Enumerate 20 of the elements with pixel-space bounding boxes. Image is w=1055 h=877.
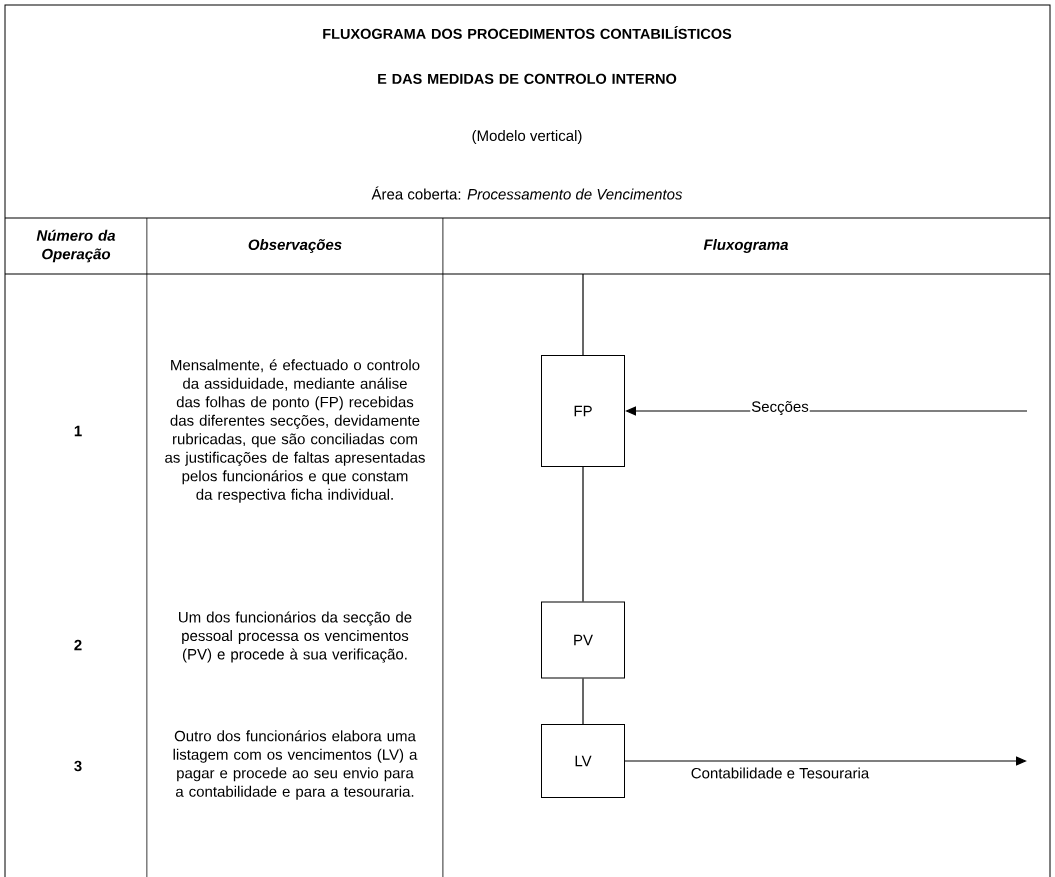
subtitle: (Modelo vertical) (472, 130, 582, 144)
observation-text: Outro dos funcionários elabora uma listagem com os vencimentos (LV) a pagar e procede ao seu envio para a contabilidade e para a tesouraria. (173, 730, 418, 800)
column-header: Número da Operação (36, 229, 116, 263)
connector-line (582, 273, 584, 356)
process-box: PV (541, 601, 625, 679)
process-box: FP (541, 355, 625, 467)
edge-label: Secções (750, 400, 810, 416)
observation-text: Mensalmente, é efectuado o controlo da assiduidade, mediante análise das folhas de ponto (FP) recebidas das diferentes secções, devidamente rubricadas, que são conciliadas com as justificações de faltas apresentadas pelos funcionários e que constam da respectiva ficha individual. (165, 359, 425, 503)
connector-line (582, 677, 584, 725)
column-header: Fluxograma (703, 239, 789, 253)
process-box: LV (541, 724, 625, 798)
operation-number: 1 (74, 425, 82, 437)
connector-line (582, 466, 584, 603)
title: FLUXOGRAMA DOS PROCEDIMENTOS CONTABILÍSTICOS E DAS MEDIDAS DE CONTROLO INTERNO (323, 26, 732, 84)
operation-number: 2 (74, 639, 82, 651)
operation-number: 3 (74, 760, 82, 772)
column-header: Observações (248, 239, 342, 253)
edge-label: Contabilidade e Tesouraria (689, 766, 871, 780)
coverage-text: Área coberta: Processamento de Vencimentos (371, 186, 683, 200)
observation-text: Um dos funcionários da secção de pessoal processa os vencimentos (PV) e procede à sua verificação. (179, 611, 412, 663)
